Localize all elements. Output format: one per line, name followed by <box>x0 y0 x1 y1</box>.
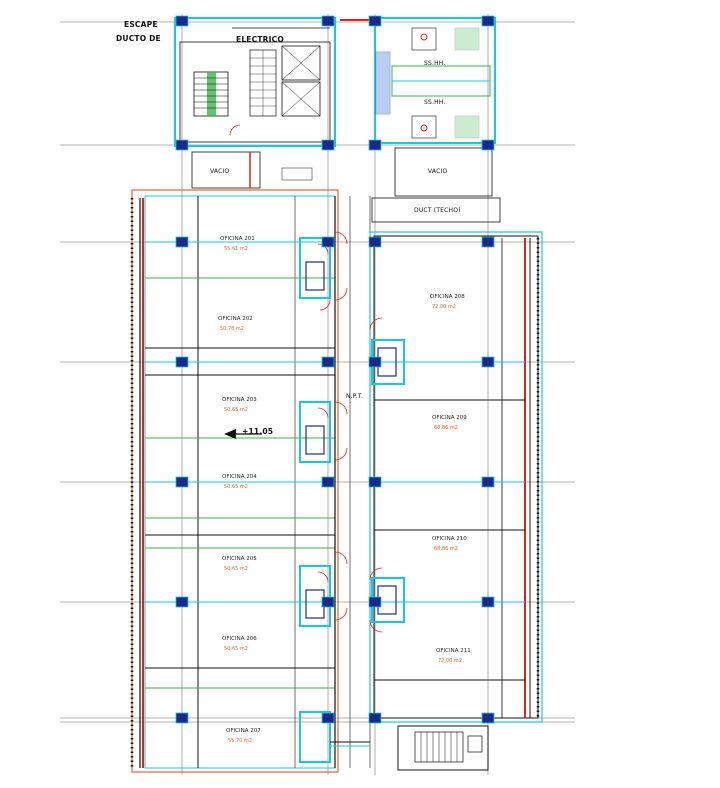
office-name-205: OFICINA 205 <box>222 556 257 562</box>
office-area-205: 50.65 m2 <box>224 566 248 572</box>
sshh-top-label: SS.HH. <box>424 60 446 67</box>
office-area-208: 72.00 m2 <box>432 304 456 310</box>
office-name-202: OFICINA 202 <box>218 316 253 322</box>
columns <box>175 15 495 724</box>
restroom-core <box>371 17 501 223</box>
sshh-bottom-label: SS.HH. <box>424 99 446 106</box>
office-name-210: OFICINA 210 <box>432 536 467 542</box>
escape-label: ESCAPE <box>124 20 158 29</box>
office-name-206: OFICINA 206 <box>222 636 257 642</box>
office-name-201: OFICINA 201 <box>220 236 255 242</box>
office-name-204: OFICINA 204 <box>222 474 257 480</box>
void-left <box>191 151 313 189</box>
npt-label: N.P.T. <box>346 393 364 400</box>
office-area-207: 55.70 m2 <box>228 738 252 744</box>
office-area-210: 68.86 m2 <box>434 546 458 552</box>
ducto-label: DUCTO DE <box>116 34 161 43</box>
level-label: +11.05 <box>242 427 274 436</box>
left-wing <box>130 189 339 773</box>
office-name-211: OFICINA 211 <box>436 648 471 654</box>
vacio-right-label: VACIO <box>428 168 448 175</box>
bathroom-pods-left <box>299 237 331 763</box>
office-area-206: 50.65 m2 <box>224 646 248 652</box>
office-area-204: 50.65 m2 <box>224 484 248 490</box>
stair-core <box>174 17 372 147</box>
duct-label: DUCT (TECHO) <box>414 207 461 214</box>
doors <box>229 124 383 633</box>
stair-bottom <box>397 725 489 771</box>
vacio-left-label: VACIO <box>210 168 230 175</box>
office-area-201: 55.61 m2 <box>224 246 248 252</box>
office-name-209: OFICINA 209 <box>432 415 467 421</box>
electrico-label: ELECTRICO <box>236 35 284 44</box>
office-area-202: 50.78 m2 <box>220 326 244 332</box>
level-arrow <box>224 429 262 439</box>
office-area-209: 68.86 m2 <box>434 425 458 431</box>
office-area-203: 50.65 m2 <box>224 407 248 413</box>
office-area-211: 72.00 m2 <box>438 658 462 664</box>
grid-lines <box>60 14 575 775</box>
office-name-207: OFICINA 207 <box>226 728 261 734</box>
office-name-208: OFICINA 208 <box>430 294 465 300</box>
office-name-203: OFICINA 203 <box>222 397 257 403</box>
right-wing <box>369 231 543 723</box>
